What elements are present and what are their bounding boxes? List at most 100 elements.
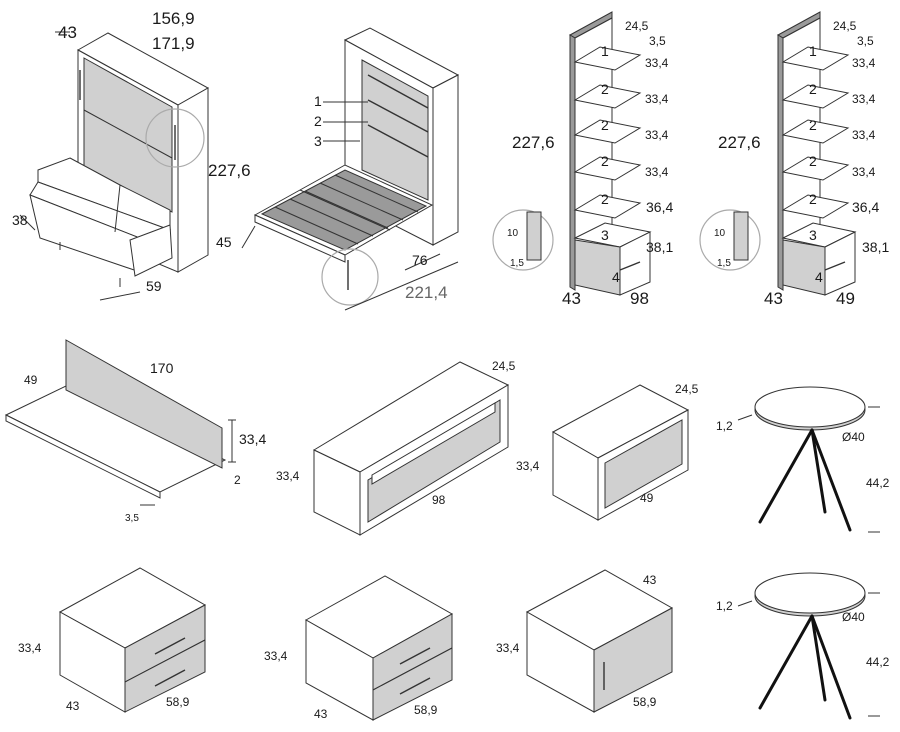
svg-text:10: 10 (714, 228, 726, 239)
drawer-handle (824, 261, 846, 271)
drawer-front-lower (372, 647, 453, 721)
svg-text:33,4: 33,4 (645, 165, 669, 179)
svg-text:2: 2 (601, 117, 609, 133)
diameter-label: Ø40 (842, 430, 865, 444)
spacing-last: 36,4 (852, 199, 879, 215)
width-label-b: 171,9 (152, 34, 195, 53)
depth-label: 49 (24, 373, 38, 387)
total-length-label: 221,4 (405, 283, 448, 302)
height-label: 33,4 (496, 641, 520, 655)
bed-panel (83, 57, 173, 213)
depth-label: 43 (58, 23, 77, 42)
svg-text:2: 2 (809, 153, 817, 169)
round-table-1: 1,2 Ø40 44,2 (716, 386, 890, 533)
svg-text:33,4: 33,4 (645, 92, 669, 106)
drawer-front (782, 239, 826, 296)
svg-text:10: 10 (507, 228, 519, 239)
drawer-front-lower (124, 639, 206, 713)
svg-text:33,4: 33,4 (852, 56, 876, 70)
callout-1: 1 (314, 93, 322, 109)
top-gap-label: 24,5 (833, 19, 857, 33)
joint-detail-circle (492, 209, 554, 271)
board-label: 3,5 (857, 34, 874, 48)
rail-1 (367, 74, 429, 109)
width-label: 58,9 (633, 695, 657, 709)
drawer-height: 38,1 (646, 239, 673, 255)
height-label: 33,4 (264, 649, 288, 663)
top-thickness-label: 1,2 (716, 419, 733, 433)
width-label: 49 (640, 491, 654, 505)
depth-label: 43 (562, 289, 581, 308)
svg-text:2: 2 (601, 191, 609, 207)
length-label: 170 (150, 360, 174, 376)
drawer-unit-2: 33,4 43 58,9 (264, 575, 454, 721)
open-box-98: 24,5 33,4 98 (276, 359, 516, 536)
shelf-unit-98: 1 2 2 2 2 3 4 24,5 3,5 33,4 33,4 33,4 33… (492, 11, 673, 308)
thickness-label: 3,5 (125, 513, 139, 524)
height-label: 33,4 (516, 459, 540, 473)
svg-text:33,4: 33,4 (645, 128, 669, 142)
drawer-unit-1: 33,4 43 58,9 (18, 567, 207, 713)
rail-3 (367, 124, 429, 158)
gap-label: 2 (234, 473, 241, 487)
svg-text:33,4: 33,4 (645, 56, 669, 70)
gap-label: 76 (412, 252, 428, 268)
drawer-handle (619, 261, 641, 271)
height-label: 227,6 (718, 133, 761, 152)
top-gap-label: 24,5 (625, 19, 649, 33)
diameter-label: Ø40 (842, 610, 865, 624)
height-label: 227,6 (512, 133, 555, 152)
width-label: 58,9 (166, 695, 190, 709)
depth-label: 43 (764, 289, 783, 308)
svg-text:2: 2 (601, 153, 609, 169)
width-label: 49 (836, 289, 855, 308)
svg-text:3: 3 (809, 227, 817, 243)
drawer-height: 38,1 (862, 239, 889, 255)
height-label: 227,6 (208, 161, 251, 180)
depth-label: 43 (66, 699, 80, 713)
shelf-stack (573, 46, 652, 248)
width-label: 58,9 (414, 703, 438, 717)
callout-2: 2 (314, 113, 322, 129)
depth-label: 43 (643, 573, 657, 587)
leg-detail-circle (321, 248, 379, 306)
table-leg (758, 614, 814, 710)
bed-open-unit: 1 2 3 45 76 221,4 (216, 27, 460, 311)
depth-label: 43 (314, 707, 328, 721)
height-label: 44,2 (866, 655, 890, 669)
svg-text:33,4: 33,4 (852, 92, 876, 106)
open-cabinet-side (432, 74, 459, 246)
svg-text:4: 4 (612, 269, 620, 285)
top-thickness-label: 1,2 (716, 599, 733, 613)
box-side (552, 431, 599, 521)
svg-text:2: 2 (809, 117, 817, 133)
detail-circle (145, 108, 205, 168)
sofa-arm (129, 224, 173, 277)
svg-text:3: 3 (601, 227, 609, 243)
panel-height-label: 33,4 (239, 431, 266, 447)
open-box-49: 24,5 33,4 49 (516, 382, 699, 521)
drawer-front (574, 239, 621, 296)
svg-text:2: 2 (809, 191, 817, 207)
svg-text:2: 2 (809, 81, 817, 97)
height-label: 33,4 (18, 641, 42, 655)
shelf-unit-49: 1 2 2 2 2 3 4 24,5 3,5 33,4 33,4 33,4 33… (699, 11, 889, 308)
bed-sofa-unit: 43 156,9 171,9 227,6 38 59 (12, 9, 251, 301)
svg-text:1: 1 (809, 43, 817, 59)
board-label: 3,5 (649, 34, 666, 48)
table-leg (758, 428, 814, 524)
height-label: 33,4 (276, 469, 300, 483)
door-front (593, 607, 673, 713)
sofa-depth-label: 38 (12, 212, 28, 228)
shelf-side-panel (777, 34, 784, 291)
svg-text:33,4: 33,4 (852, 165, 876, 179)
shelf-side-panel (569, 34, 576, 291)
round-table-2: 1,2 Ø40 44,2 (716, 572, 890, 720)
svg-text:2: 2 (601, 81, 609, 97)
rail-2 (367, 99, 429, 133)
door-cabinet: 43 33,4 58,9 (496, 569, 674, 713)
svg-text:4: 4 (815, 269, 823, 285)
shelf-stack (781, 46, 857, 248)
